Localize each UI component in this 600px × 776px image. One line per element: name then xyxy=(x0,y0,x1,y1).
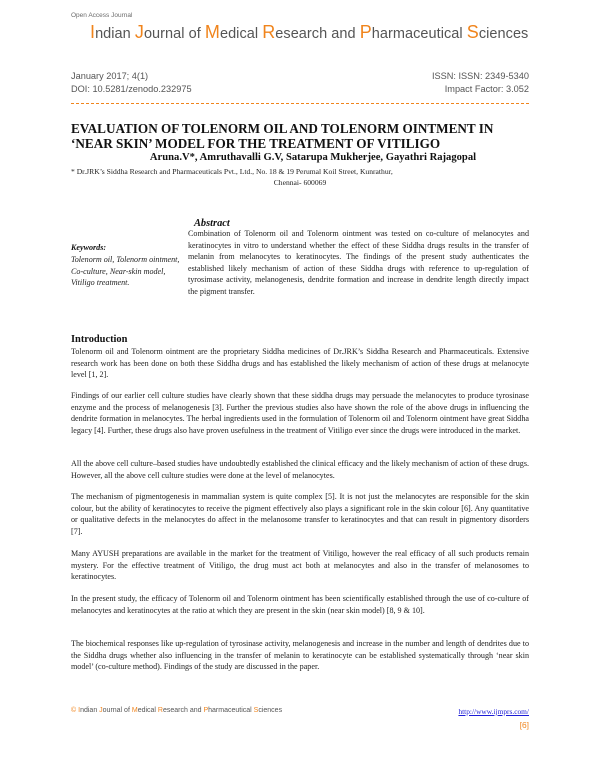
abstract-body: Combination of Tolenorm oil and Tolenorm… xyxy=(188,229,529,296)
intro-paragraph-7: The biochemical responses like up-regula… xyxy=(71,639,529,672)
intro-paragraph-2: Findings of our earlier cell culture stu… xyxy=(71,391,529,435)
keywords-list: Tolenorm oil, Tolenorm ointment, Co-cult… xyxy=(71,255,180,288)
header-divider xyxy=(71,103,529,104)
copyright-icon: © xyxy=(71,707,77,714)
doi: DOI: 10.5281/zenodo.232975 xyxy=(71,84,192,94)
impact-factor: Impact Factor: 3.052 xyxy=(444,84,529,94)
open-access-label: Open Access Journal xyxy=(71,12,133,19)
keywords-heading: Keywords: xyxy=(71,243,107,252)
authors: Aruna.V*, Amruthavalli G.V, Satarupa Muk… xyxy=(149,152,477,163)
abstract-heading: Abstract xyxy=(194,218,230,229)
intro-paragraph-3: All the above cell culture–based studies… xyxy=(71,459,529,480)
affiliation: * Dr.JRK’s Siddha Research and Pharmaceu… xyxy=(71,167,393,176)
article-title: EVALUATION OF TOLENORM OIL AND TOLENORM … xyxy=(71,121,494,151)
footer-journal-name: © Indian Journal of Medical Research and… xyxy=(71,707,283,714)
issue-date: January 2017; 4(1) xyxy=(71,71,149,81)
journal-title: Indian Journal of Medical Research and P… xyxy=(90,22,529,42)
intro-paragraph-1: Tolenorm oil and Tolenorm ointment are t… xyxy=(71,347,529,380)
issn: ISSN: ISSN: 2349-5340 xyxy=(431,71,529,81)
intro-paragraph-6: In the present study, the efficacy of To… xyxy=(71,594,529,615)
page-number: [6] xyxy=(519,720,529,730)
intro-paragraph-4: The mechanism of pigmentogenesis in mamm… xyxy=(71,492,529,536)
journal-website-link[interactable]: http://www.ijmprs.com/ xyxy=(458,707,529,716)
affiliation-city: Chennai- 600069 xyxy=(273,178,327,187)
introduction-heading: Introduction xyxy=(71,334,128,345)
intro-paragraph-5: Many AYUSH preparations are available in… xyxy=(71,549,529,582)
